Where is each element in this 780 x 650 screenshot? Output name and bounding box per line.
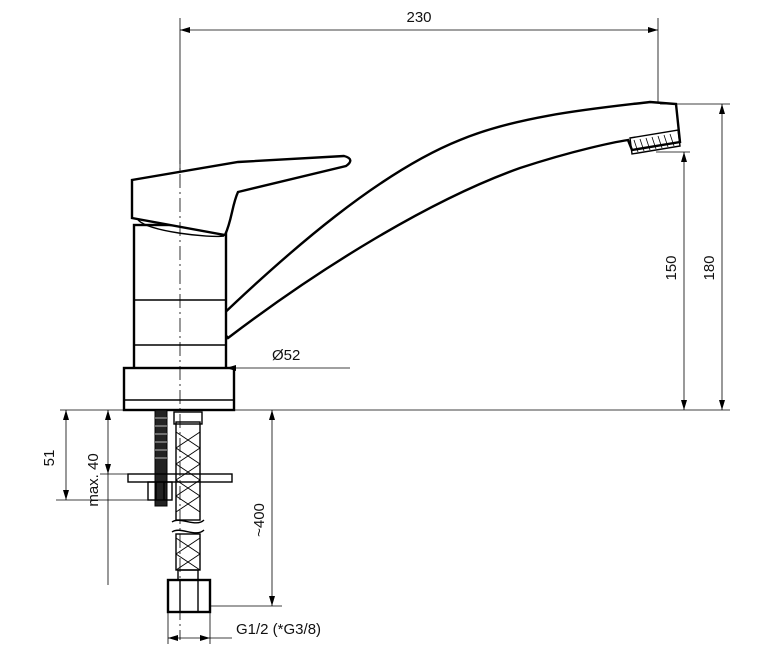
dimension-mounting: 51 max. 40 [41,410,150,585]
dim-label-max-thickness: max. 40 [85,453,102,506]
dimension-heights: 150 180 [656,103,730,410]
dim-label-diameter: Ø52 [272,347,300,364]
dim-label-hose-length: ~400 [251,503,268,537]
dim-label-reach: 230 [406,9,431,26]
mounting-assembly [127,409,233,614]
dim-label-total-height: 180 [701,255,718,280]
dimension-diameter: Ø52 [226,347,350,371]
dimension-thread: G1/2 (*G3/8) [167,612,321,644]
dimension-hose: ~400 [210,410,282,607]
faucet-body [122,100,682,640]
dim-label-mount-depth: 51 [41,450,58,467]
dim-label-thread: G1/2 (*G3/8) [236,621,321,638]
dim-label-spout-height: 150 [663,255,680,280]
